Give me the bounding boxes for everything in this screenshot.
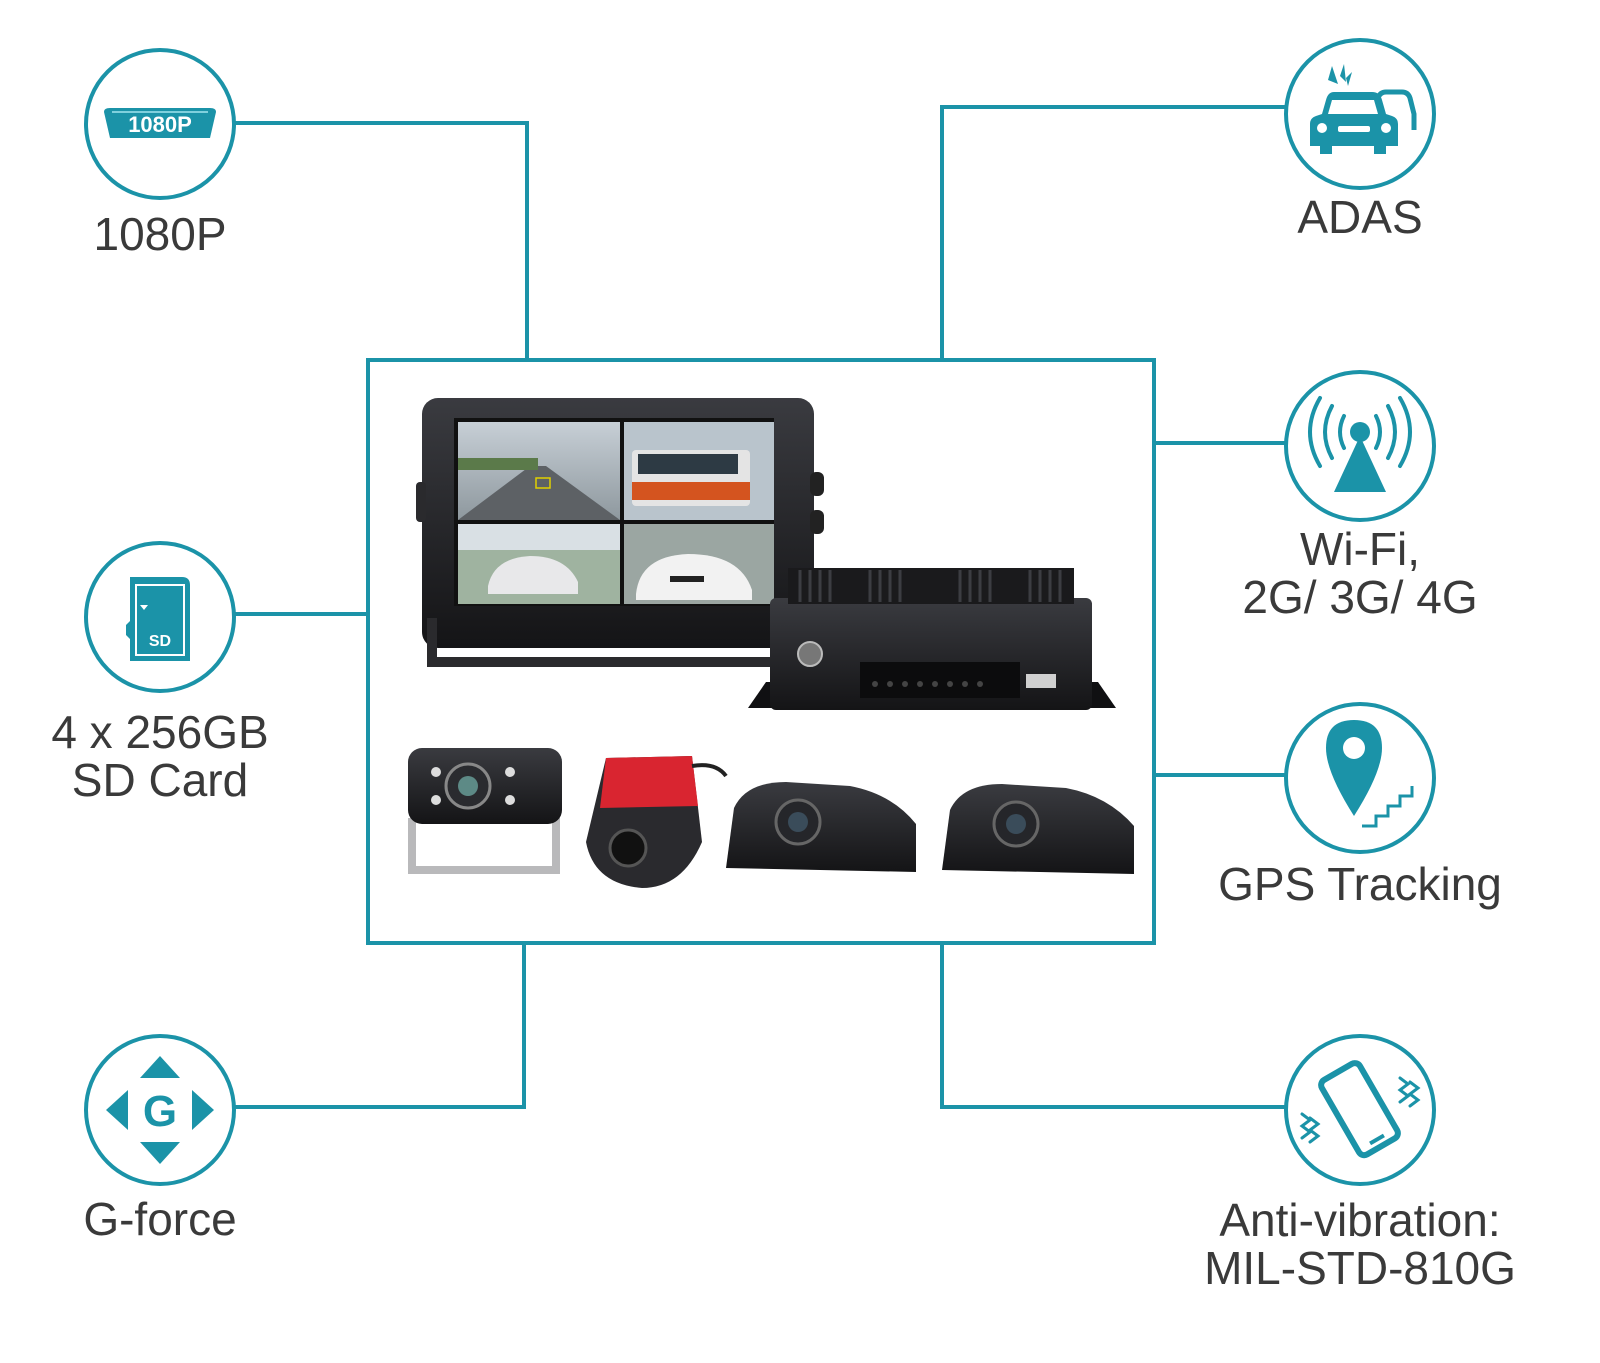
connector-gforce: [230, 945, 526, 1109]
feature-label-1080p: 1080P: [93, 208, 227, 260]
vibration-label-line-1: Anti-vibration:: [1219, 1194, 1501, 1246]
monitor-image: [416, 398, 824, 667]
product-illustration: [408, 398, 1134, 888]
side-camera-right-image: [942, 784, 1134, 874]
connector-1080p: [230, 121, 529, 358]
g-badge-text: G: [143, 1087, 177, 1136]
product-frame: [366, 358, 1156, 945]
vibration-label-line-2: MIL-STD-810G: [1204, 1242, 1516, 1294]
g-force-icon: G: [84, 1034, 236, 1186]
sd-label-line-1: 4 x 256GB: [51, 706, 269, 758]
hd-badge-text: 1080P: [128, 112, 192, 137]
dvr-image: [748, 568, 1116, 710]
sd-badge-text: SD: [149, 633, 171, 650]
feature-label-vibration: Anti-vibration: MIL-STD-810G: [1180, 1196, 1540, 1292]
connector-adas: [940, 105, 1287, 358]
sd-label-line-2: SD Card: [71, 754, 249, 806]
map-pin-icon: [1284, 702, 1436, 854]
feature-label-adas: ADAS: [1297, 191, 1423, 243]
side-camera-left-image: [726, 782, 916, 872]
feature-label-sd: 4 x 256GB SD Card: [20, 708, 300, 804]
network-label-line-2: 2G/ 3G/ 4G: [1242, 571, 1478, 623]
connector-vibration: [940, 945, 1287, 1109]
rear-camera-image: [408, 748, 562, 874]
car-collision-icon: [1284, 38, 1436, 190]
vibrating-phone-icon: [1284, 1034, 1436, 1186]
hd-badge-icon: 1080P: [84, 48, 236, 200]
feature-label-gforce: G-force: [83, 1193, 237, 1245]
dash-camera-image: [586, 756, 728, 888]
sd-card-icon: SD: [84, 541, 236, 693]
feature-label-network: Wi-Fi, 2G/ 3G/ 4G: [1200, 525, 1520, 621]
feature-label-gps: GPS Tracking: [1218, 858, 1502, 910]
network-label-line-1: Wi-Fi,: [1299, 523, 1421, 575]
antenna-icon: [1284, 370, 1436, 522]
